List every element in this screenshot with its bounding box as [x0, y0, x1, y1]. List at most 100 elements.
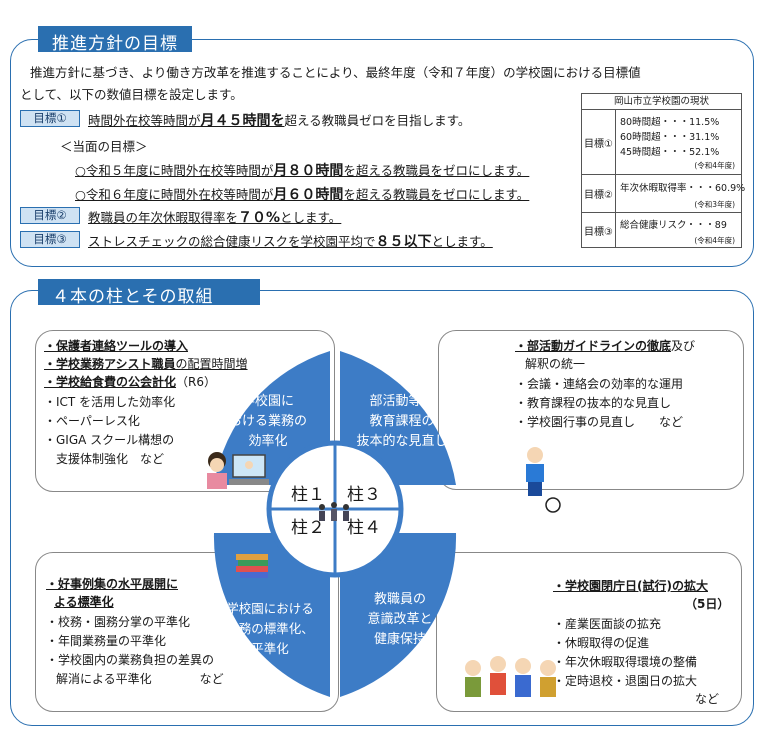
q2-line-5: ・学校園行事の見直し など	[515, 415, 684, 429]
goal-3-highlight: ８５以下	[375, 234, 432, 250]
status-row-3-note: (令和4年度)	[694, 236, 735, 245]
goal-3-tag: 目標③	[20, 231, 80, 248]
seg4-line2: 意識改革と	[367, 611, 432, 627]
pillar-3-box: ・部活動ガイドラインの徹底及び 解釈の統一 ・会議・連絡会の効率的な運用 ・教育…	[438, 330, 744, 490]
goal-3-post: とします。	[431, 234, 493, 249]
goal-2-tag: 目標②	[20, 207, 80, 224]
staff-group-icon	[319, 502, 349, 521]
status-row-2-note: (令和3年度)	[694, 200, 735, 209]
current-goals-label: ＜当面の目標＞	[60, 139, 148, 154]
current-goal-2: ○令和６年度に時間外在校等時間が月６０時間を超える教職員をゼロにします。	[75, 184, 529, 204]
current-goal-1-post: を超える教職員をゼロにします。	[343, 163, 530, 178]
q1-line-3-suffix: （R6）	[176, 375, 216, 389]
goal-2-highlight: ７０%	[238, 210, 281, 226]
q1-line-4: ・ICT を活用した効率化	[44, 395, 176, 409]
status-row-2-label: 目標②	[582, 175, 616, 212]
status-row-3-label: 目標③	[582, 213, 616, 248]
status-table: 岡山市立学校園の現状 目標① 80時間超・・・11.5% 60時間超・・・31.…	[581, 93, 745, 248]
seg4-line3: 健康保持	[374, 631, 426, 647]
goal-1-pre: 時間外在校等時間が	[88, 113, 201, 128]
q4-line-5: ・年次休暇取得環境の整備	[553, 655, 698, 669]
segment-4	[340, 533, 457, 697]
goal-1-tag: 目標①	[20, 110, 80, 127]
status-row-1-label: 目標①	[582, 110, 616, 174]
teacher-laptop-icon	[207, 452, 269, 489]
seg2-line3: 抜本的な見直し	[356, 433, 447, 449]
goals-panel	[10, 39, 754, 267]
pillar-3-label: 柱３	[347, 485, 381, 505]
current-goal-1: ○令和５年度に時間外在校等時間が月８０時間を超える教職員をゼロにします。	[75, 160, 529, 180]
status-row-1-value-3: 45時間超・・・52.1%	[620, 147, 720, 158]
status-row-2: 目標② 年次休暇取得率・・・60.9% (令和3年度)	[582, 174, 745, 212]
q3-line-2: よる標準化	[54, 593, 114, 611]
intro-line-2: として、以下の数値目標を設定します。	[20, 87, 243, 102]
goal-3-pre: ストレスチェックの総合健康リスクを学校園平均で	[88, 234, 376, 249]
goal-2-text: 教職員の年次休暇取得率を７０%とします。	[88, 207, 341, 227]
q2-line-1-suffix: 及び	[671, 339, 696, 353]
q1-line-1-text: ・保護者連絡ツールの導入	[44, 339, 189, 353]
seg2-line2: 教育課程の	[369, 413, 434, 429]
seg3-line2: 業務の標準化、	[226, 621, 314, 636]
q3-line-3: ・校務・園務分掌の平準化	[46, 615, 191, 629]
q4-line-1: ・学校園閉庁日(試行)の拡大	[553, 577, 708, 595]
status-row-1-note: (令和4年度)	[694, 161, 735, 170]
status-row-1-value-2: 60時間超・・・31.1%	[620, 132, 720, 143]
pillar-4-box: ・学校園閉庁日(試行)の拡大 （5日） ・産業医面談の拡充 ・休暇取得の促進 ・…	[436, 552, 742, 712]
pillar-4-label: 柱４	[347, 518, 381, 538]
q2-line-2: 解釈の統一	[525, 357, 586, 371]
current-goal-1-highlight: 月８０時間	[273, 163, 344, 179]
status-row-3-value: 総合健康リスク・・・89	[620, 220, 727, 231]
goal-1-highlight: 月４５時間を	[200, 113, 285, 129]
q4-line-4: ・休暇取得の促進	[553, 636, 650, 650]
q1-line-5: ・ペーパーレス化	[44, 414, 140, 428]
q4-line-3: ・産業医面談の拡充	[553, 617, 662, 631]
seg1-line3: 効率化	[248, 433, 287, 449]
q3-line-4: ・年間業務量の平準化	[46, 634, 167, 648]
goal-2-pre: 教職員の年次休暇取得率を	[88, 210, 239, 225]
q1-line-7: 支援体制強化 など	[56, 452, 165, 466]
goal-3-text: ストレスチェックの総合健康リスクを学校園平均で８５以下とします。	[88, 231, 493, 251]
q3-line-6: 解消による平準化 など	[56, 672, 224, 686]
pillar-1-label: 柱１	[291, 485, 325, 505]
q3-line-5: ・学校園内の業務負担の差異の	[46, 653, 215, 667]
pillars-wheel: 学校園に おける業務の 効率化 部活動等と 教育課程の 抜本的な見直し 学校園に…	[213, 351, 457, 697]
section-title-pillars: ４本の柱とその取組	[38, 279, 260, 307]
status-row-3: 目標③ 総合健康リスク・・・89 (令和4年度)	[582, 212, 741, 248]
status-table-header: 岡山市立学校園の現状	[582, 94, 741, 110]
q3-line-1-text: ・好事例集の水平展開に	[46, 577, 179, 591]
q1-line-3: ・学校給食費の公会計化（R6）	[44, 373, 216, 391]
seg1-line1: 学校園に	[242, 393, 294, 409]
status-row-1: 目標① 80時間超・・・11.5% 60時間超・・・31.1% 45時間超・・・…	[582, 110, 741, 174]
goal-2-post: とします。	[280, 210, 342, 225]
q1-line-2-text: ・学校業務アシスト職員	[44, 357, 176, 371]
seg2-line1: 部活動等と	[369, 393, 434, 409]
seg4-line1: 教職員の	[374, 591, 426, 607]
status-row-1-value-1: 80時間超・・・11.5%	[620, 117, 720, 128]
q4-line-2: （5日）	[685, 597, 730, 611]
current-goal-1-pre: ○令和５年度に時間外在校等時間が	[75, 163, 274, 178]
q2-line-4: ・教育課程の抜本的な見直し	[515, 396, 672, 410]
q4-line-1-text: ・学校園閉庁日(試行)の拡大	[553, 579, 708, 593]
current-goal-2-post: を超える教職員をゼロにします。	[343, 187, 530, 202]
pillar-2-label: 柱２	[291, 518, 325, 538]
q2-line-3: ・会議・連絡会の効率的な運用	[515, 377, 684, 391]
current-goal-2-pre: ○令和６年度に時間外在校等時間が	[75, 187, 274, 202]
q1-line-6: ・GIGA スクール構想の	[44, 433, 175, 447]
books-icon	[236, 554, 268, 578]
q1-line-2-suffix: の配置時間増	[175, 357, 248, 371]
staff-crowd-icon	[465, 656, 556, 697]
q2-line-1-text: ・部活動ガイドラインの徹底	[515, 339, 672, 353]
intro-line-1: 推進方針に基づき、より働き方改革を推進することにより、最終年度（令和７年度）の学…	[30, 65, 641, 80]
seg1-line2: おける業務の	[229, 413, 307, 429]
seg3-line3: 平準化	[251, 641, 289, 656]
q1-line-3-text: ・学校給食費の公会計化	[44, 375, 177, 389]
q4-line-6: ・定時退校・退園日の拡大	[553, 674, 698, 688]
q2-line-1: ・部活動ガイドラインの徹底及び	[515, 337, 695, 355]
soccer-player-icon	[526, 447, 561, 513]
section-title-goals: 推進方針の目標	[38, 26, 192, 54]
current-goal-2-highlight: 月６０時間	[273, 187, 344, 203]
q1-line-1: ・保護者連絡ツールの導入	[44, 337, 188, 355]
goal-1-text: 時間外在校等時間が月４５時間を超える教職員ゼロを目指します。	[88, 110, 470, 130]
seg3-line1: 学校園における	[226, 601, 314, 616]
status-row-2-value: 年次休暇取得率・・・60.9%	[620, 183, 746, 194]
